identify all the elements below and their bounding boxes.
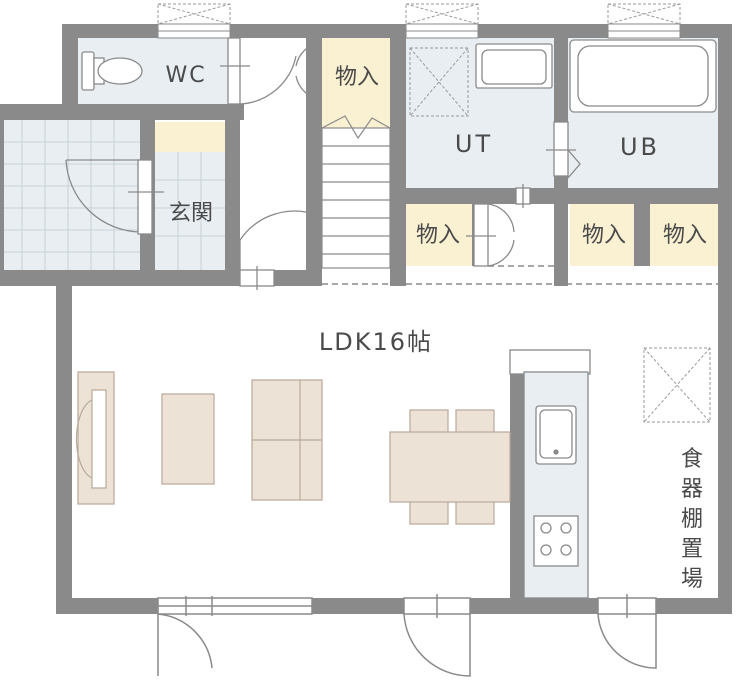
toilet-icon (81, 51, 143, 91)
wc-label: WC (165, 63, 206, 88)
tile-grid (0, 120, 140, 270)
coffee-table (161, 393, 215, 485)
dining-set (389, 409, 511, 525)
ut-storage-label: 物入 (416, 223, 460, 248)
washbasin-icon (475, 43, 553, 89)
stair-storage-label: 物入 (335, 65, 379, 90)
pantry-label: 食 器 棚 置 場 (681, 447, 703, 592)
right-storage-floor-2 (650, 204, 718, 266)
svg-text:食: 食 (681, 447, 703, 472)
walls (0, 24, 732, 614)
doors (65, 37, 581, 290)
top-windows (157, 3, 681, 39)
svg-text:棚: 棚 (681, 507, 703, 532)
ldk-label: LDK16帖 (319, 328, 433, 356)
right-storage-floor-1 (570, 204, 634, 266)
svg-text:置: 置 (681, 537, 703, 562)
right-storage-label-2: 物入 (663, 223, 707, 248)
svg-text:場: 場 (681, 567, 703, 592)
entrance-floor (155, 152, 225, 270)
stairs (321, 115, 391, 269)
ut-storage-floor (406, 204, 472, 266)
right-storage-label-1: 物入 (582, 223, 626, 248)
washer-space (409, 47, 469, 117)
bathtub-icon (569, 39, 717, 113)
kitchen-counter (509, 349, 591, 599)
ut-label: UT (455, 130, 493, 158)
entrance-tile-grid (155, 152, 225, 270)
stair-storage-floor (322, 38, 390, 128)
dashed-thresholds (322, 265, 718, 285)
shoe-cabinet (155, 122, 225, 152)
svg-text:器: 器 (681, 477, 703, 502)
sofa (251, 379, 323, 501)
fridge-space (643, 347, 711, 423)
ub-label: UB (620, 133, 660, 161)
tv-unit (75, 371, 115, 505)
bottom-openings (157, 594, 657, 677)
entrance-label: 玄関 (169, 201, 213, 226)
genkan-tile-floor (0, 120, 140, 270)
